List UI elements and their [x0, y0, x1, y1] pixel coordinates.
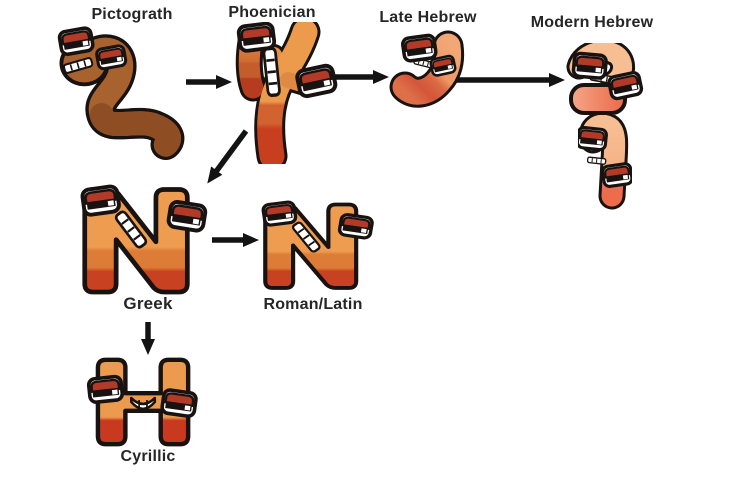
modern-hebrew-final-nun-character: [578, 115, 632, 210]
label-modern-hebrew: Modern Hebrew: [530, 14, 654, 31]
modern-hebrew-nun-right-eye-icon: [606, 69, 645, 102]
cyrillic-left-eye-icon: [86, 374, 125, 405]
pictograph-right-eye-icon: [94, 43, 129, 72]
label-phoenician: Phoenician: [228, 4, 316, 21]
label-roman-latin: Roman/Latin: [263, 296, 363, 313]
pictograph-left-eye-icon: [56, 25, 96, 57]
greek-character: [74, 179, 219, 313]
final-nun-left-eye-icon: [578, 125, 609, 152]
roman-latin-character: [256, 196, 384, 305]
label-greek: Greek: [123, 294, 173, 313]
modern-hebrew-nun-character: [566, 43, 645, 115]
cyrillic-right-eye-icon: [159, 387, 199, 419]
final-nun-right-eye-icon: [600, 161, 632, 189]
cyrillic-character: [86, 357, 199, 447]
late-hebrew-right-eye-icon: [428, 53, 458, 78]
phoenician-character: [235, 22, 339, 164]
final-nun-teeth: [586, 156, 607, 166]
late-hebrew-left-eye-icon: [400, 32, 439, 64]
pictograph-character: [56, 25, 185, 161]
label-late-hebrew: Late Hebrew: [379, 9, 477, 26]
label-pictograph: Pictograth: [91, 6, 173, 23]
late-hebrew-character: [389, 30, 465, 108]
label-cyrillic: Cyrillic: [120, 448, 176, 465]
phoenician-right-eye-icon: [294, 62, 339, 100]
phoenician-left-eye-icon: [236, 22, 277, 54]
modern-hebrew-nun-left-eye-icon: [571, 51, 609, 81]
